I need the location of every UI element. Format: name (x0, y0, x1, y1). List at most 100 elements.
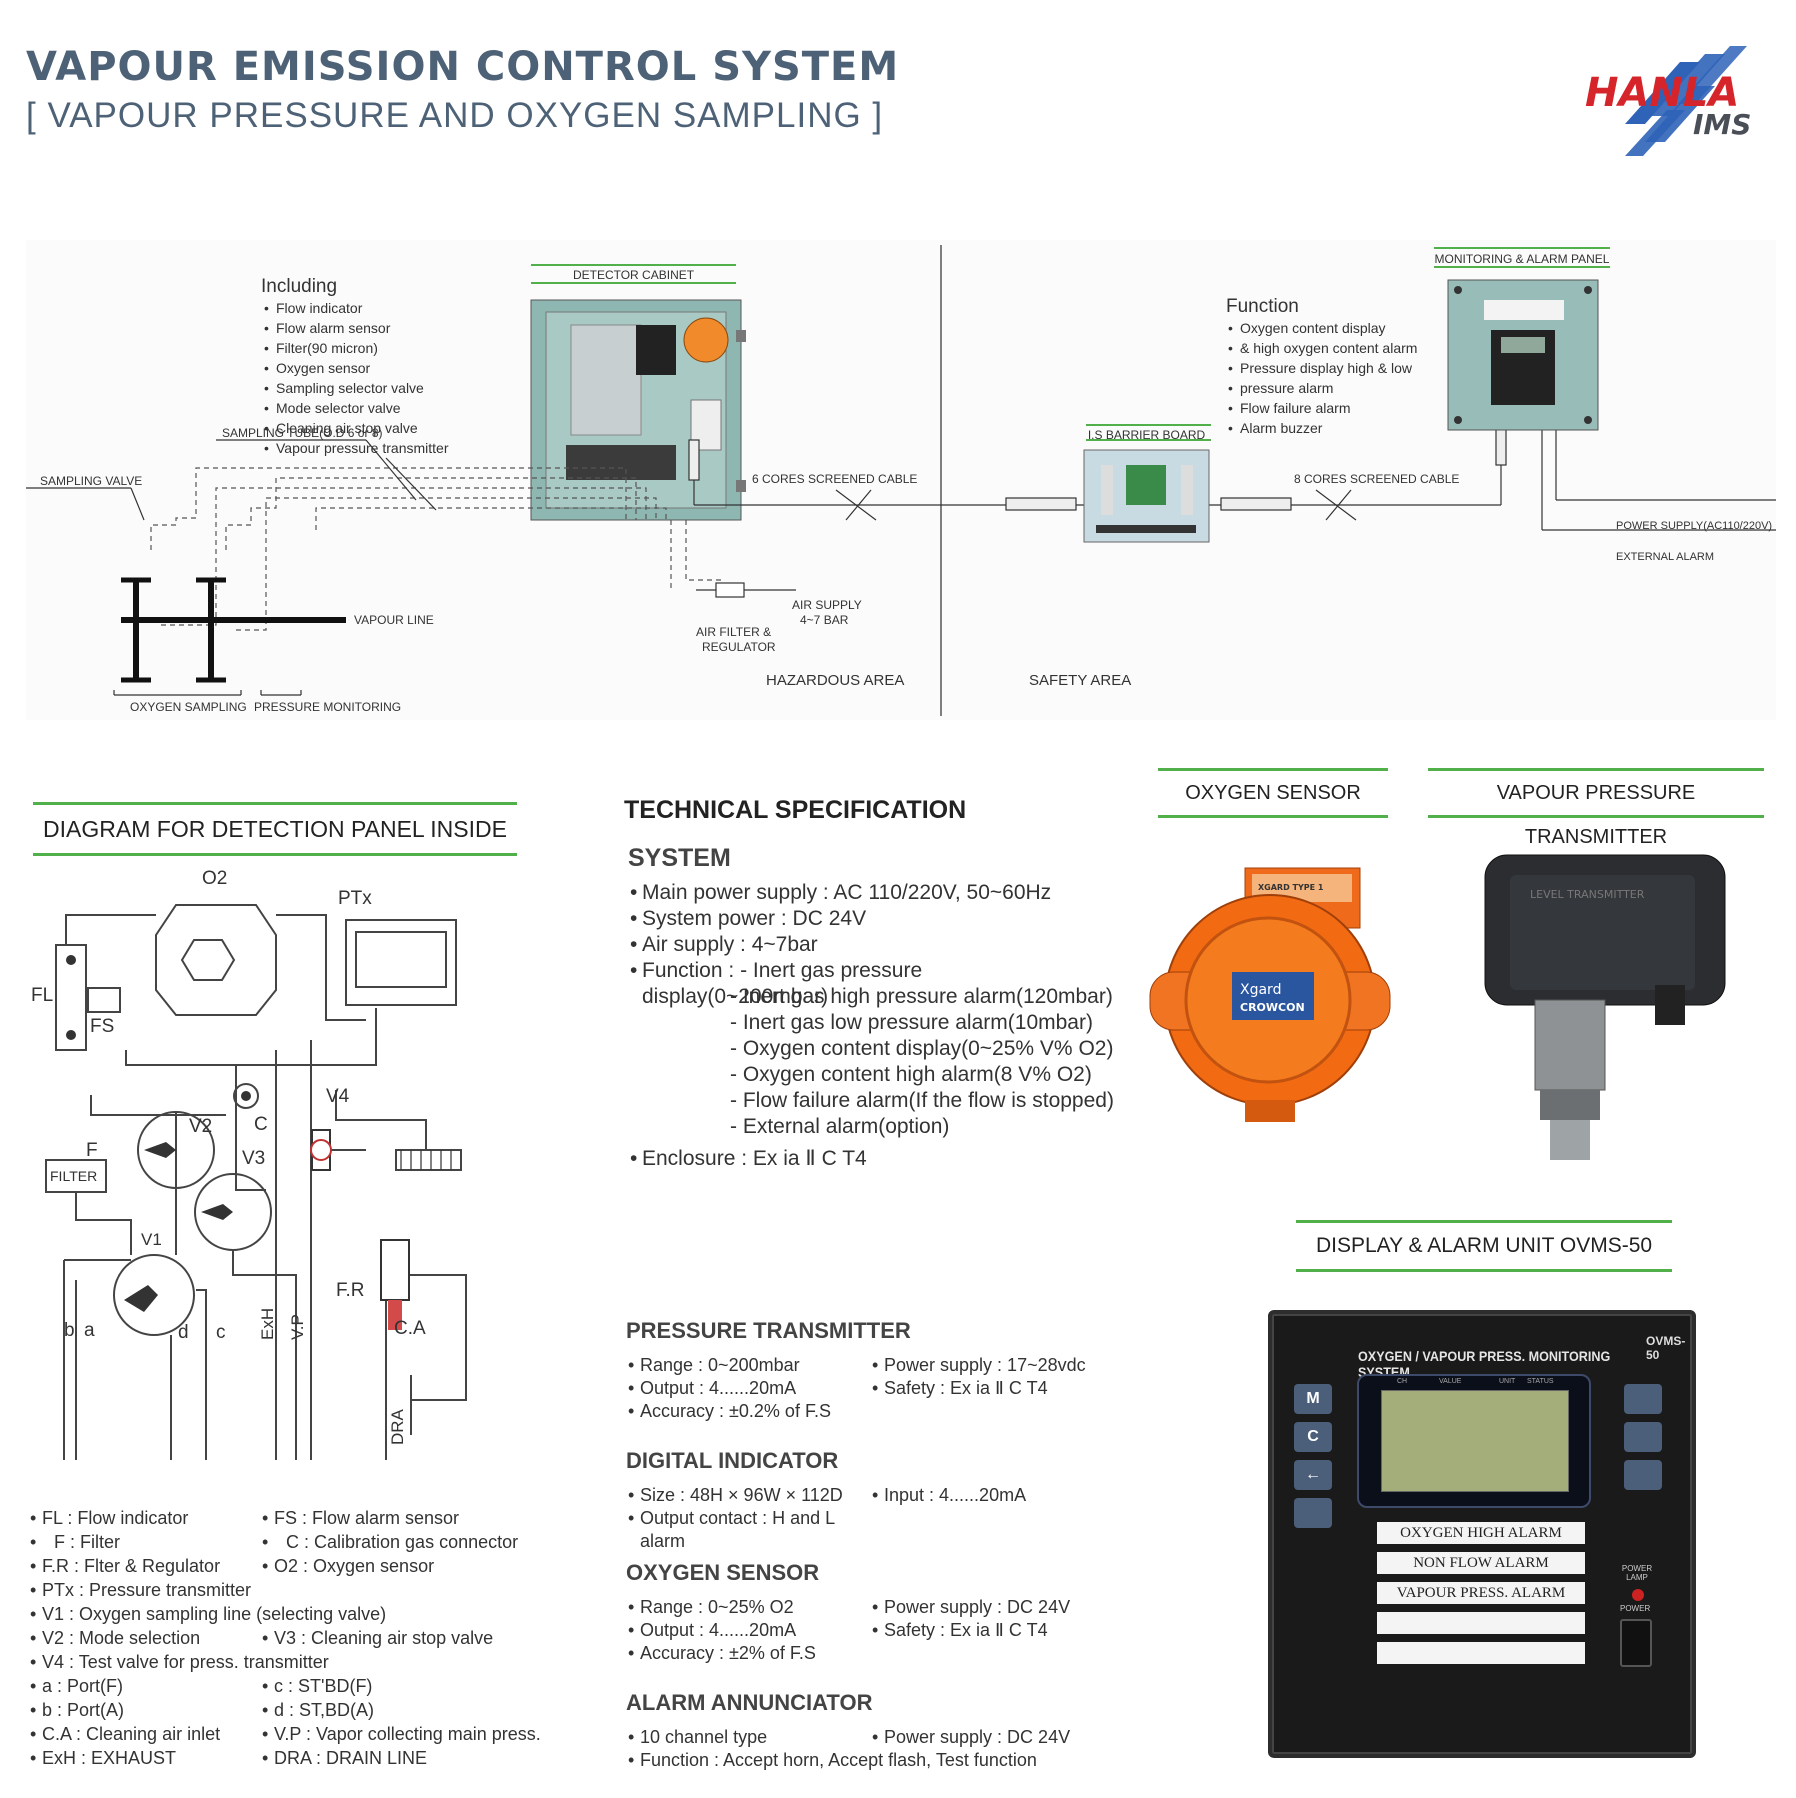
function-list: Oxygen content display & high oxygen con… (1228, 318, 1417, 438)
pt-item: Accuracy : ±0.2% of F.S (628, 1400, 858, 1423)
key-m[interactable]: M (1294, 1384, 1332, 1414)
pressure-monitoring-label: PRESSURE MONITORING (254, 700, 402, 714)
di-title: DIGITAL INDICATOR (626, 1448, 839, 1473)
os-right: Power supply : DC 24V Safety : Ex ia Ⅱ C… (872, 1596, 1092, 1642)
sensor-maker: CROWCON (1240, 1001, 1305, 1014)
aa-right: Power supply : DC 24V (872, 1726, 1092, 1749)
legend-item-text: C : Calibration gas connector (286, 1532, 519, 1552)
regulator-label: REGULATOR (702, 640, 776, 654)
di-item: Input : 4......20mA (872, 1484, 1072, 1507)
function-item: - Inert gas pressure display(0~200mbar) (642, 959, 923, 1008)
vpt-image: LEVEL TRANSMITTER (1480, 850, 1730, 1170)
label-exh: ExH (258, 1307, 277, 1340)
lcd-col-status: STATUS (1527, 1378, 1554, 1385)
key-right-2[interactable] (1624, 1422, 1662, 1452)
system-item: Air supply : 4~7bar (630, 932, 1110, 958)
key-diag[interactable] (1294, 1498, 1332, 1528)
legend-item: O2 : Oxygen sensor (262, 1554, 542, 1578)
safety-area-label: SAFETY AREA (1029, 672, 1132, 689)
label-dra: DRA (388, 1409, 407, 1445)
aa-left: 10 channel type Function : Accept horn, … (628, 1726, 1068, 1772)
label-vp: V.P (288, 1314, 307, 1340)
aa-item: Power supply : DC 24V (872, 1726, 1092, 1749)
legend-item: b : Port(A) (30, 1698, 550, 1722)
function-item: Alarm buzzer (1228, 418, 1417, 438)
legend-item: PTx : Pressure transmitter (30, 1578, 550, 1602)
function-item: - Oxygen content display(0~25% V% O2) (730, 1037, 1114, 1060)
cable-6-label: 6 CORES SCREENED CABLE (752, 472, 918, 486)
sensor-brand: Xgard (1240, 982, 1281, 998)
os-title: OXYGEN SENSOR (626, 1560, 820, 1585)
pt-item: Power supply : 17~28vdc (872, 1354, 1112, 1377)
barrier-board-label: I.S BARRIER BOARD (1087, 428, 1206, 442)
function-item: - Oxygen content high alarm(8 V% O2) (730, 1063, 1092, 1086)
legend-item: C.A : Cleaning air inlet (30, 1722, 550, 1746)
alarm-label-2: NON FLOW ALARM (1377, 1552, 1585, 1574)
legend-item: FS : Flow alarm sensor (262, 1506, 542, 1530)
oxygen-sensor-heading-text: OXYGEN SENSOR (1185, 782, 1361, 804)
aa-item: 10 channel type (628, 1726, 1068, 1749)
oxygen-sensor-image: XGARD TYPE 1 Xgard CROWCON (1140, 860, 1410, 1130)
legend-item: ExH : EXHAUST (30, 1746, 550, 1770)
power-switch[interactable] (1620, 1619, 1652, 1667)
vpt-heading: VAPOUR PRESSURE TRANSMITTER (1428, 768, 1764, 848)
including-item: Sampling selector valve (264, 378, 448, 398)
label-ptx: PTx (338, 888, 372, 909)
system-function: Function : - Inert gas pressure display(… (630, 958, 1110, 1010)
function-item: - Inert gas low pressure alarm(10mbar) (730, 1011, 1093, 1034)
air-filter-label: AIR FILTER & (696, 625, 772, 639)
hanla-logo: HANLA IMS (1585, 44, 1775, 159)
label-v2: V2 (189, 1116, 213, 1137)
power-lamp (1632, 1589, 1644, 1601)
lcd-col-unit: UNIT (1499, 1378, 1516, 1385)
function-item: Flow failure alarm (1228, 398, 1417, 418)
lcd-col-value: VALUE (1439, 1378, 1462, 1385)
label-v3: V3 (242, 1148, 266, 1169)
enclosure-list: Enclosure : Ex ia Ⅱ C T4 (630, 1146, 1110, 1172)
key-back[interactable]: ← (1294, 1460, 1332, 1490)
function-item: Oxygen content display (1228, 318, 1417, 338)
air-supply-label: AIR SUPPLY (792, 598, 862, 612)
vpt-heading-text: VAPOUR PRESSURE TRANSMITTER (1496, 782, 1696, 848)
legend-item: V2 : Mode selection (30, 1626, 550, 1650)
hazardous-area-label: HAZARDOUS AREA (766, 672, 905, 689)
sampling-valve-label: SAMPLING VALVE (40, 474, 143, 488)
key-right-3[interactable] (1624, 1460, 1662, 1490)
legend-item: F.R : Flter & Regulator (30, 1554, 550, 1578)
label-a: a (84, 1320, 95, 1341)
os-item: Accuracy : ±2% of F.S (628, 1642, 858, 1665)
including-item: Mode selector valve (264, 398, 448, 418)
os-item: Power supply : DC 24V (872, 1596, 1092, 1619)
function-item: Pressure display high & low (1228, 358, 1417, 378)
function-label: Function : (642, 959, 741, 982)
label-d: d (178, 1322, 189, 1343)
including-item: Flow indicator (264, 298, 448, 318)
pt-item: Safety : Ex ia Ⅱ C T4 (872, 1377, 1112, 1400)
label-fr: F.R (336, 1280, 365, 1301)
oxygen-sampling-label: OXYGEN SAMPLING (130, 700, 247, 714)
enclosure-item: Enclosure : Ex ia Ⅱ C T4 (630, 1146, 1110, 1172)
monitoring-panel-image (1434, 247, 1610, 431)
function-item: & high oxygen content alarm (1228, 338, 1417, 358)
panel-inside-heading-text: DIAGRAM FOR DETECTION PANEL INSIDE (43, 816, 507, 842)
external-alarm-label: EXTERNAL ALARM (1616, 551, 1715, 563)
lcd-col-ch: CH (1397, 1378, 1408, 1385)
label-b: b (64, 1320, 75, 1341)
legend-item: C : Calibration gas connector (262, 1530, 542, 1554)
function-item: - Inert gas high pressure alarm(120mbar) (730, 985, 1113, 1008)
legend-item: FL : Flow indicator (30, 1506, 550, 1530)
os-item: Safety : Ex ia Ⅱ C T4 (872, 1619, 1092, 1642)
pt-item: Range : 0~200mbar (628, 1354, 858, 1377)
power-supply-label: POWER SUPPLY(AC110/220V) (1616, 520, 1773, 532)
display-unit-heading-text: DISPLAY & ALARM UNIT OVMS-50 (1315, 1234, 1653, 1257)
page-title: VAPOUR EMISSION CONTROL SYSTEM (26, 44, 900, 90)
system-list: Main power supply : AC 110/220V, 50~60Hz… (630, 880, 1110, 1010)
alarm-label-5 (1377, 1642, 1585, 1664)
oxygen-sensor-heading: OXYGEN SENSOR (1158, 768, 1388, 818)
system-item: Main power supply : AC 110/220V, 50~60Hz (630, 880, 1110, 906)
pt-right: Power supply : 17~28vdc Safety : Ex ia Ⅱ… (872, 1354, 1112, 1400)
key-c[interactable]: C (1294, 1422, 1332, 1452)
including-item: Flow alarm sensor (264, 318, 448, 338)
key-right-1[interactable] (1624, 1384, 1662, 1414)
label-v4: V4 (326, 1086, 350, 1107)
